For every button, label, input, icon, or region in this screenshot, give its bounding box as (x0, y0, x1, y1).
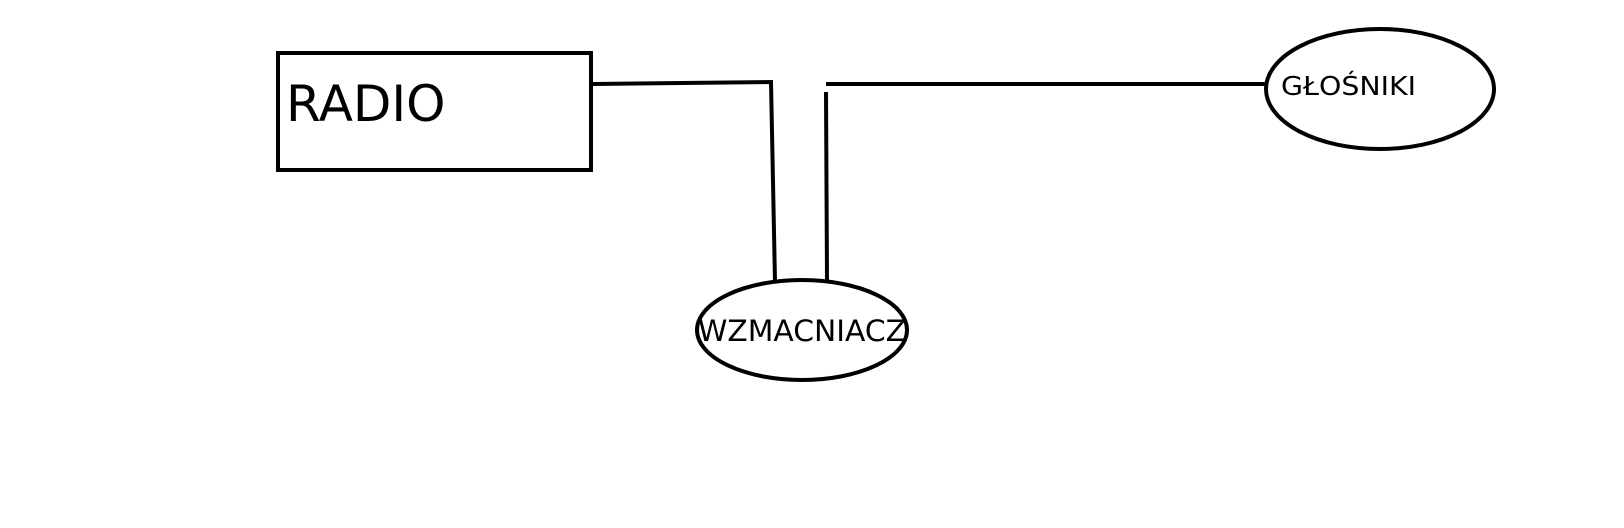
radio-label: RADIO (286, 75, 446, 133)
speakers-node (1264, 27, 1496, 151)
edge-amplifier-speakers (824, 91, 829, 281)
amplifier-label: WZMACNIACZ (698, 314, 906, 348)
radio-node (276, 51, 593, 172)
speakers-label: GŁOŚNIKI (1281, 70, 1416, 102)
edge-radio-amplifier (592, 79, 777, 283)
amplifier-node (695, 278, 909, 382)
